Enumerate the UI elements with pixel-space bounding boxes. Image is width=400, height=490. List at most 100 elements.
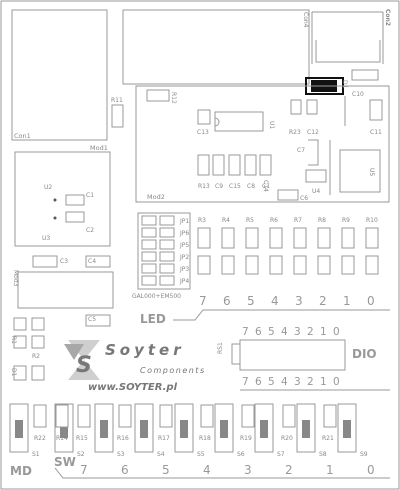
mod2-label: Mod2 xyxy=(147,193,165,201)
dip-switch[interactable] xyxy=(54,403,74,453)
dip-switch[interactable] xyxy=(134,403,154,453)
led-digit: 7 xyxy=(199,294,207,308)
r12-label: R12 xyxy=(170,92,177,104)
c7-outline xyxy=(308,139,319,166)
led-resistor-pad xyxy=(293,227,307,249)
c2-label: C2 xyxy=(86,227,94,234)
con2-outline xyxy=(311,11,384,64)
jumper-pad xyxy=(159,239,175,250)
jumper-pad xyxy=(159,263,175,274)
led-digit: 1 xyxy=(343,294,351,308)
dip-switch-lever xyxy=(220,420,228,438)
jumper-pad xyxy=(141,275,157,286)
brand-name: Soyter xyxy=(105,341,185,359)
u1-label: U1 xyxy=(268,121,275,129)
dip-switch[interactable] xyxy=(296,403,316,453)
mod1-dot2 xyxy=(53,216,57,220)
led-resistor-label: R8 xyxy=(318,217,326,224)
r12-pad xyxy=(146,89,170,102)
c3-pad xyxy=(32,255,58,268)
led-resistor-label: R4 xyxy=(222,217,230,224)
led-pad xyxy=(245,255,259,275)
c1-label: C1 xyxy=(86,192,94,199)
jumper-label: JP2 xyxy=(179,254,189,261)
c11-label: C11 xyxy=(370,129,382,136)
r23-label: R23 xyxy=(289,129,301,136)
led-resistor-pad xyxy=(245,227,259,249)
switch-digit: 2 xyxy=(285,463,293,477)
mod1-dot xyxy=(53,198,57,202)
u3-label: U3 xyxy=(42,235,50,242)
dio-bottom-digit: 7 xyxy=(242,376,249,388)
switch-digit: 6 xyxy=(121,463,129,477)
rs1-pad xyxy=(231,343,241,365)
dip-switch[interactable] xyxy=(254,403,274,453)
md-resistor-label: R22 xyxy=(34,435,46,442)
c9-label: C9 xyxy=(215,183,223,190)
sw-resistor-label: R17 xyxy=(158,435,170,442)
soyter-logo: S xyxy=(64,340,100,380)
led-resistor-pad xyxy=(317,227,331,249)
jumper-label: JP3 xyxy=(179,266,189,273)
u5-outline xyxy=(339,149,381,193)
led-resistor-label: R3 xyxy=(198,217,206,224)
sw-resistor-pad xyxy=(323,404,337,428)
sw-resistor-pad xyxy=(241,404,255,428)
md-resistor-pad xyxy=(55,404,69,428)
led-digit: 4 xyxy=(271,294,279,308)
jumper-pad xyxy=(141,239,157,250)
mod2-trace xyxy=(329,96,346,195)
dip-switch-lever xyxy=(100,420,108,438)
led-digit: 2 xyxy=(319,294,327,308)
dip-switch[interactable] xyxy=(337,403,357,453)
jumper-label: JP5 xyxy=(179,242,189,249)
sw-resistor-pad xyxy=(77,404,91,428)
jumper-frame xyxy=(137,212,191,290)
rs1-label: RS1 xyxy=(217,342,224,354)
dio-label: DIO xyxy=(352,347,377,361)
switch-digit: 5 xyxy=(162,463,170,477)
led-digit: 5 xyxy=(247,294,255,308)
led-resistor-pad xyxy=(365,227,379,249)
dip-switch[interactable] xyxy=(214,403,234,453)
dio-top-digit: 6 xyxy=(255,326,262,338)
c4-pad xyxy=(85,255,111,268)
mod3-label: Mod3 xyxy=(12,270,19,287)
c14-label: C14 xyxy=(262,180,269,192)
switch-digit: 0 xyxy=(367,463,375,477)
u1-chip xyxy=(214,111,264,132)
led-digit: 6 xyxy=(223,294,231,308)
led-resistor-pad xyxy=(221,227,235,249)
u4-label: U4 xyxy=(312,188,320,195)
switch-digit: 7 xyxy=(80,463,88,477)
led-resistor-label: R7 xyxy=(294,217,302,224)
dip-switch[interactable] xyxy=(9,403,29,453)
c13-label: C13 xyxy=(197,129,209,136)
sw-resistor-pad xyxy=(118,404,132,428)
switch-label: S9 xyxy=(360,451,368,458)
mod3-outline xyxy=(17,271,114,309)
switch-label: S3 xyxy=(117,451,125,458)
jumper-pad xyxy=(159,215,175,226)
c3-label: C3 xyxy=(60,258,68,265)
jumper-label: JP4 xyxy=(179,278,189,285)
c7-label: C7 xyxy=(297,147,305,154)
dio-top-digit: 3 xyxy=(294,326,301,338)
con2-inner xyxy=(315,40,381,63)
switch-digit: 1 xyxy=(326,463,334,477)
dip-switch[interactable] xyxy=(174,403,194,453)
jumper-pad xyxy=(141,263,157,274)
r11-label: R11 xyxy=(111,97,123,104)
sw-resistor-pad xyxy=(200,404,214,428)
dip-switch[interactable] xyxy=(94,403,114,453)
brand-url: www.SOYTER.pl xyxy=(88,382,178,393)
con1-outline xyxy=(11,9,108,141)
dip-switch-lever xyxy=(343,420,351,438)
